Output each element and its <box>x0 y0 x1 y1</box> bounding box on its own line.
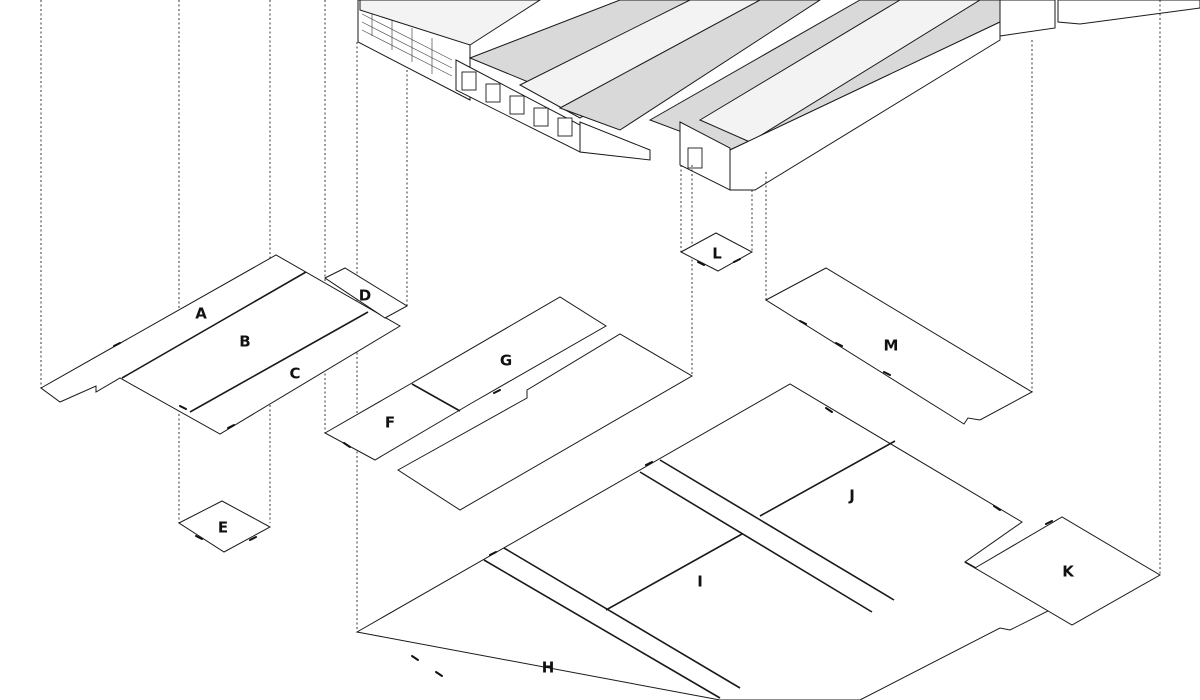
zone-label-e: E <box>218 519 228 537</box>
building-far-right-1 <box>999 0 1056 37</box>
zone-g-lower-strip <box>397 333 693 511</box>
zone-i-j-divider-inner <box>659 459 895 601</box>
dimension-tick <box>733 258 741 263</box>
dimension-tick <box>835 342 843 347</box>
zone-label-c: C <box>289 365 300 383</box>
zone-d-outline <box>324 267 408 319</box>
zone-i-j-divider <box>639 471 873 613</box>
building-right-long-wall <box>729 21 1001 191</box>
building-mid-windows <box>461 71 573 137</box>
zone-label-l: L <box>712 245 722 263</box>
dimension-tick <box>227 424 235 429</box>
dimension-tick <box>697 261 705 266</box>
dimension-tick <box>343 442 351 448</box>
zone-label-j: J <box>848 487 855 505</box>
zone-i-inner-line <box>605 533 743 611</box>
zone-h-i-divider-inner <box>503 547 741 689</box>
zone-label-b: B <box>239 333 250 351</box>
dimension-tick <box>179 405 187 410</box>
dimension-tick <box>1045 520 1053 525</box>
dimension-tick <box>493 389 501 394</box>
dimension-tick <box>489 551 497 556</box>
building-mid-roof-3 <box>558 0 821 131</box>
zone-fg-outline <box>323 296 607 461</box>
dimension-tick <box>113 342 121 347</box>
building-right-roof-ridge <box>698 0 981 143</box>
zone-label-k: K <box>1062 563 1075 581</box>
dimension-tick <box>435 671 443 677</box>
zone-label-m: M <box>884 337 899 355</box>
zone-label-a: A <box>195 305 207 323</box>
zone-hij-outline <box>355 383 1052 700</box>
zone-label-d: D <box>359 287 371 305</box>
zone-a-b-divider <box>121 271 307 379</box>
factory-building-illustration <box>357 0 1200 191</box>
dimension-tick <box>645 461 653 466</box>
building-left-roof <box>359 0 541 46</box>
zone-k-outline <box>974 516 1161 626</box>
dimension-tick <box>799 320 807 325</box>
dimension-tick <box>249 536 257 541</box>
zone-b-c-divider <box>189 311 369 413</box>
dimension-tick <box>883 371 891 376</box>
dimension-tick <box>993 505 1001 511</box>
zone-label-h: H <box>542 659 555 677</box>
building-mid-roof-2 <box>518 0 761 119</box>
zone-e-outline <box>177 500 272 553</box>
zone-abc-outline <box>40 254 401 435</box>
building-door <box>687 147 703 169</box>
dimension-tick <box>825 407 833 413</box>
dimension-tick <box>195 535 203 540</box>
zone-label-g: G <box>500 352 512 370</box>
zone-j-inner-line <box>759 440 896 517</box>
zone-f-g-divider <box>411 383 461 412</box>
zone-m-outline <box>765 267 1034 425</box>
zone-label-i: I <box>697 573 703 591</box>
zone-labels: A B C D E F G H I J K L M <box>195 245 1075 677</box>
building-far-right-2 <box>1057 0 1200 25</box>
dimension-tick <box>411 655 419 661</box>
zone-label-f: F <box>385 414 395 432</box>
zone-h-i-divider <box>483 559 721 699</box>
building-mid-front <box>579 121 651 161</box>
